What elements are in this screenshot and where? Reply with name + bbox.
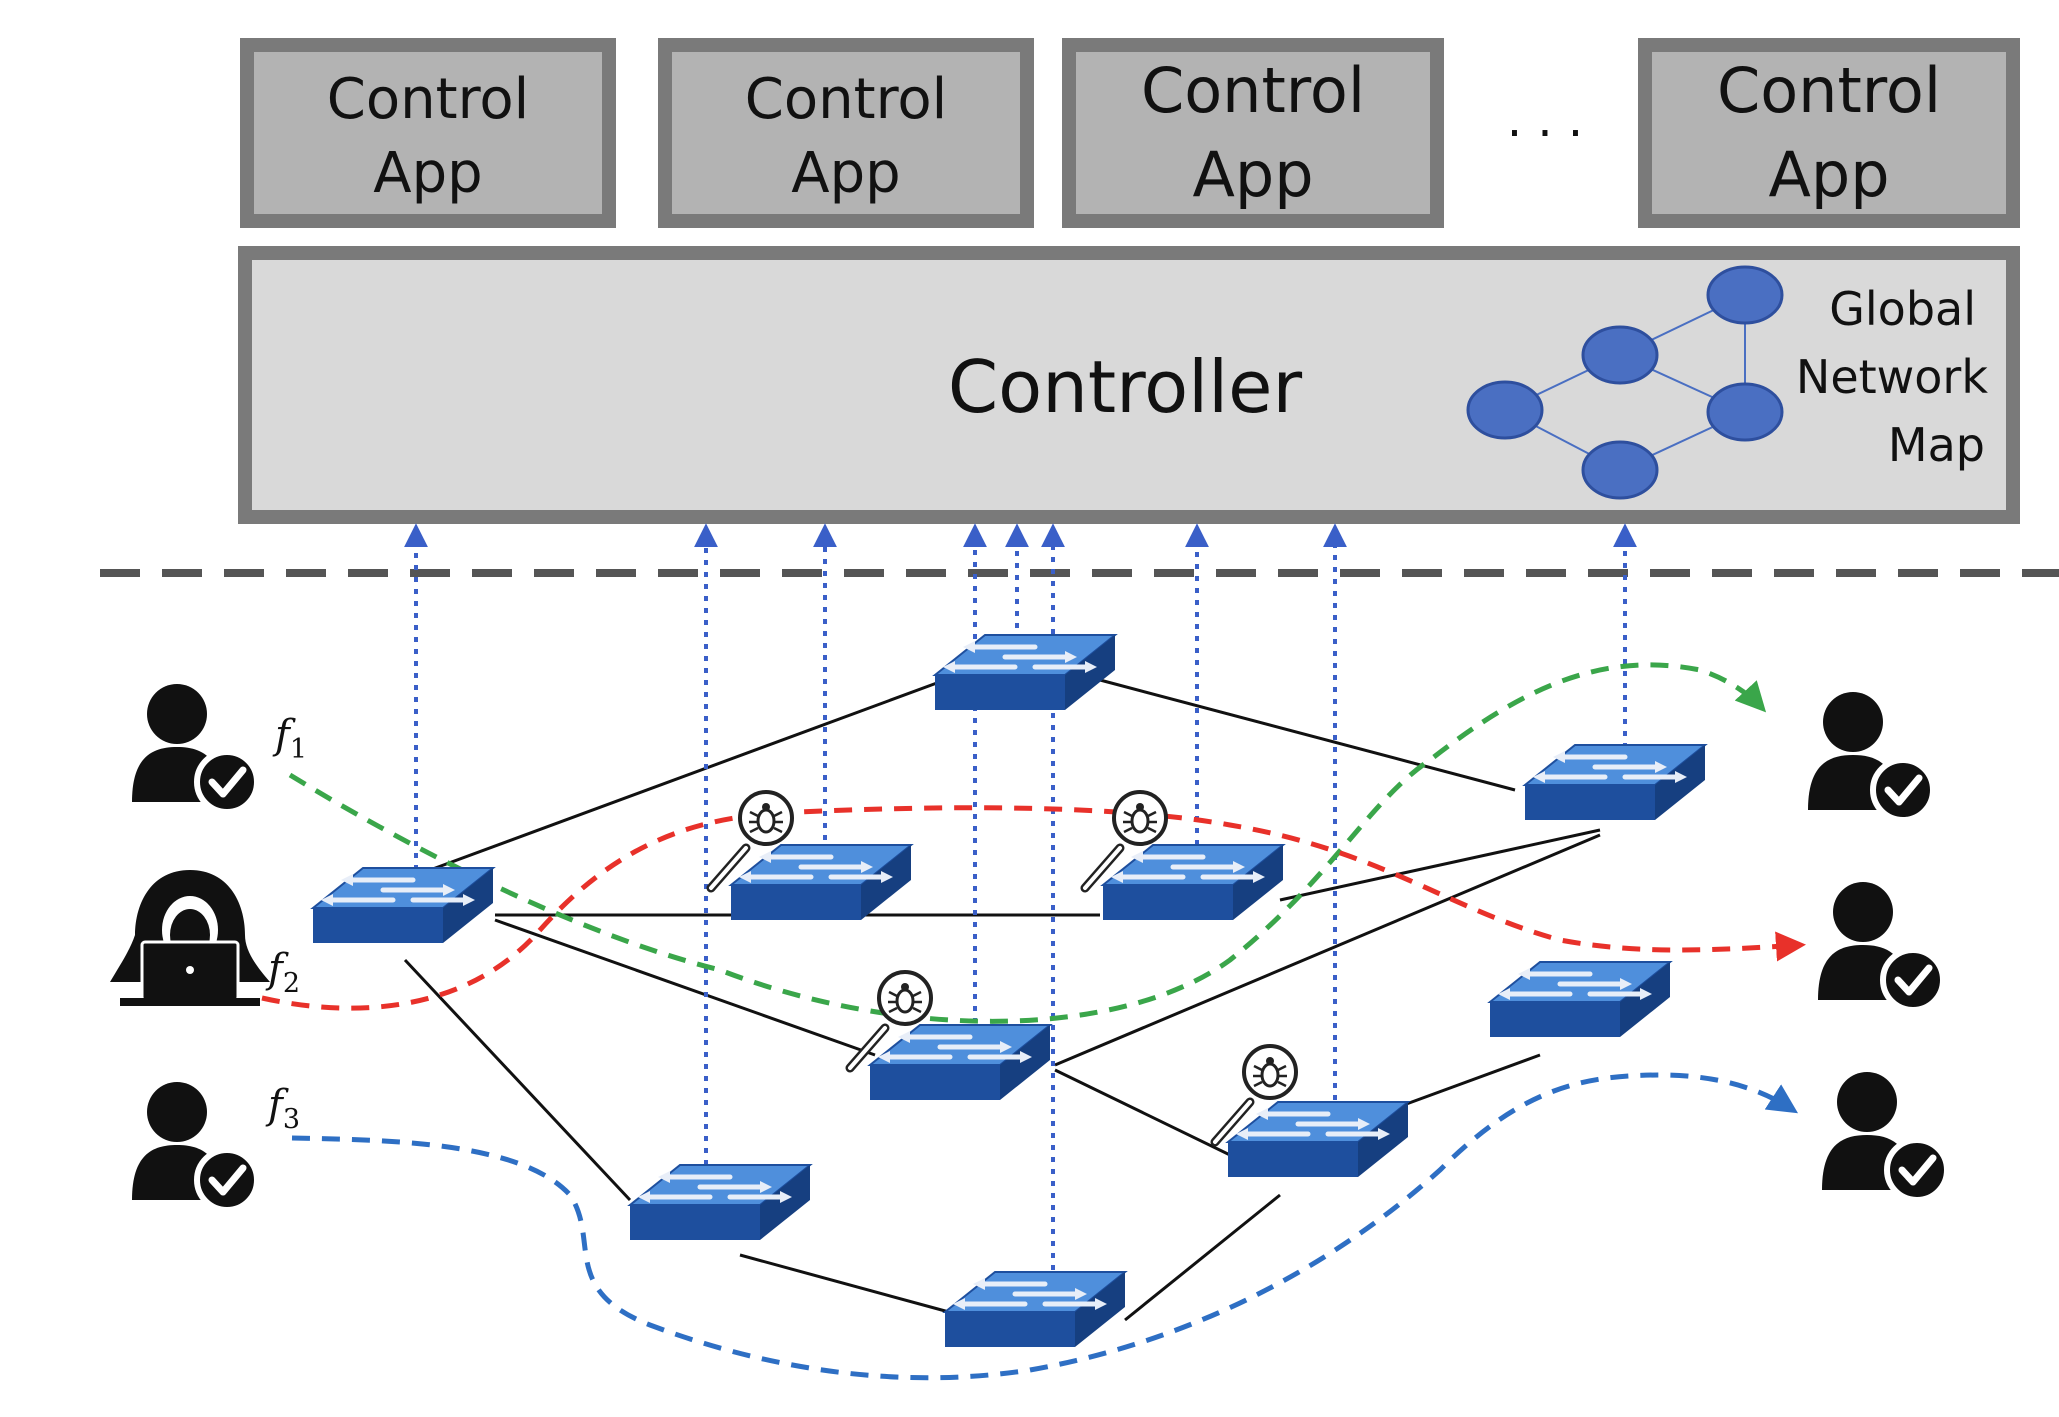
switch-right-lower: [1490, 962, 1670, 1037]
verified-user-icon: [1822, 1072, 1947, 1200]
control-app-2-line1: Control: [745, 67, 947, 132]
control-app-1-line2: App: [373, 141, 482, 206]
control-app-3-line2: App: [1192, 138, 1313, 211]
switch-bottom-left: [630, 1165, 810, 1240]
control-app-3-line1: Control: [1141, 54, 1365, 127]
switch-compromised-2: [1103, 845, 1283, 920]
controller-label: Controller: [948, 345, 1303, 429]
global-map-line1: Global: [1829, 282, 1976, 336]
switch-compromised-1: [731, 845, 911, 920]
switch-bottom: [945, 1272, 1125, 1347]
switch-compromised-3: [870, 1025, 1050, 1100]
verified-user-icon: [1808, 692, 1933, 820]
flow-f1-path: [288, 662, 1767, 1024]
switch-ingress: [313, 868, 493, 943]
flow-label-f2: f2: [265, 946, 300, 999]
global-map-line2: Network: [1796, 350, 1988, 404]
apps-ellipsis: · · ·: [1507, 106, 1583, 162]
global-map-line3: Map: [1888, 418, 1985, 472]
control-app-4-line1: Control: [1717, 54, 1941, 127]
control-channels: [404, 523, 1637, 1270]
flow-label-f3: f3: [265, 1082, 300, 1135]
control-app-4-line2: App: [1768, 138, 1889, 211]
map-node: [1581, 325, 1659, 385]
verified-user-icon: [1818, 882, 1943, 1010]
switch-compromised-4: [1228, 1102, 1408, 1177]
control-app-1-line1: Control: [327, 67, 529, 132]
map-node: [1581, 440, 1659, 500]
switch-right-upper: [1525, 745, 1705, 820]
map-node: [1706, 382, 1784, 442]
control-app-2-line2: App: [791, 141, 900, 206]
control-app-1: Control App: [240, 38, 616, 228]
control-app-3: Control App: [1062, 38, 1444, 228]
switch-top: [935, 635, 1115, 710]
flow-label-f1: f1: [272, 712, 307, 765]
attacker-hacker-icon: [110, 870, 270, 1006]
map-node: [1466, 380, 1544, 440]
verified-user-icon: [132, 1082, 257, 1210]
global-network-map: Global Network Map: [1466, 265, 1988, 500]
control-app-4: Control App: [1638, 38, 2020, 228]
verified-user-icon: [132, 684, 257, 812]
control-app-2: Control App: [658, 38, 1034, 228]
map-node: [1706, 265, 1784, 325]
data-plane-links: [403, 678, 1601, 1322]
flow-f2-path: [261, 805, 1806, 1011]
